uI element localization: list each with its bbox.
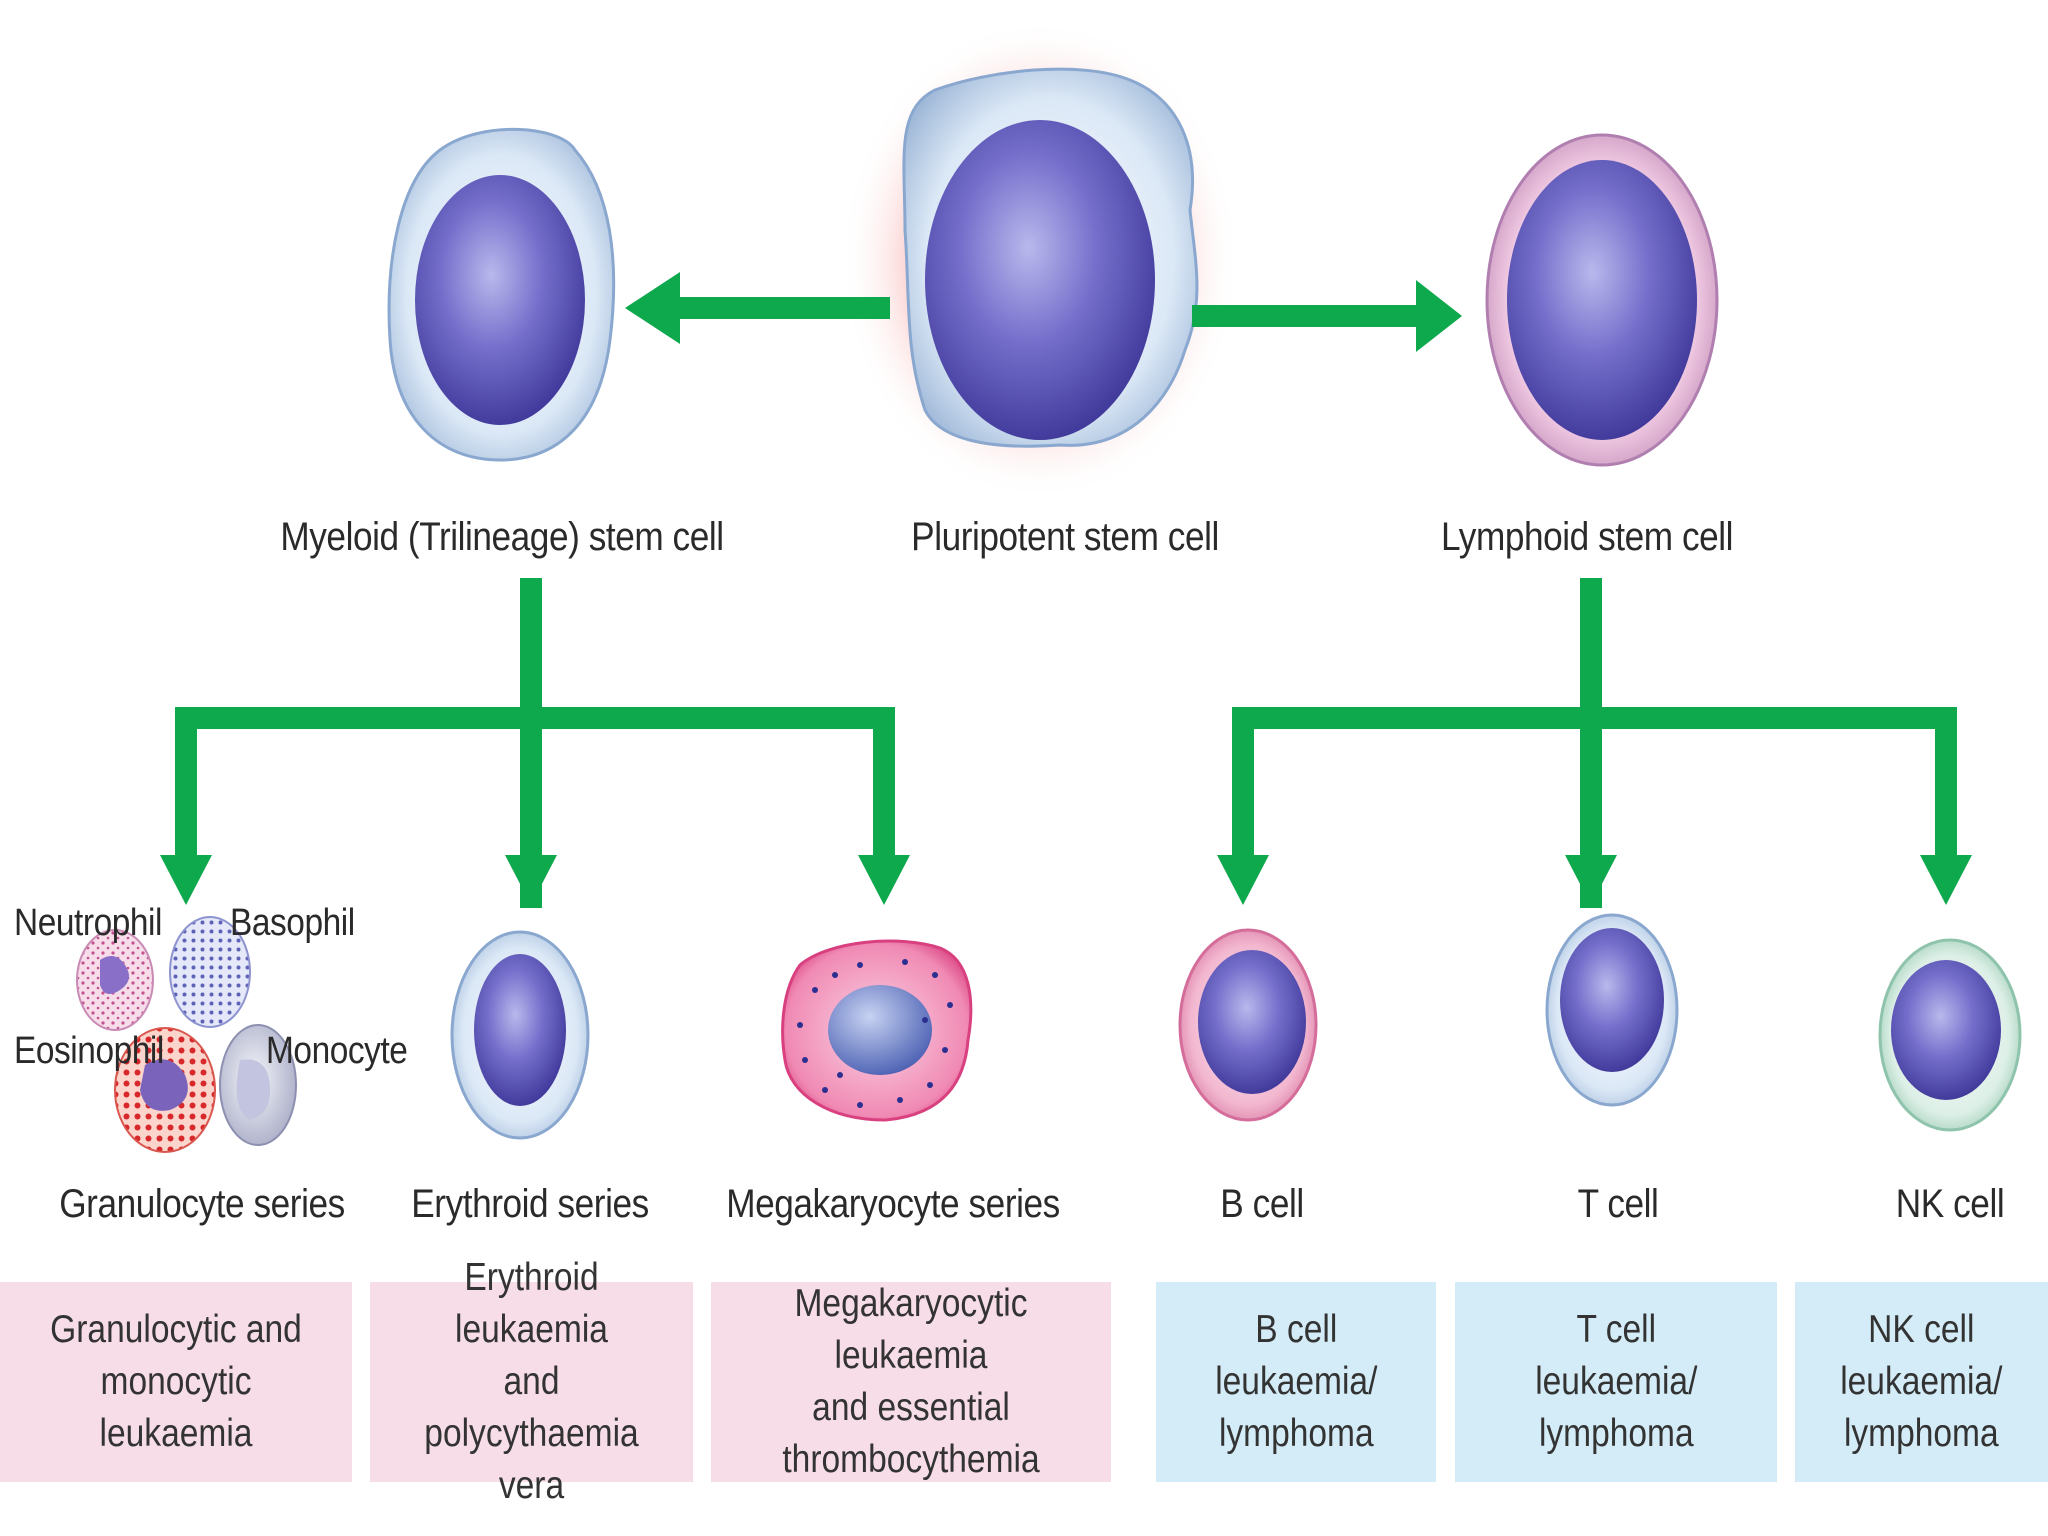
nk-cell-illustration (1878, 938, 2022, 1132)
t-cell-leukaemia-box: T cell leukaemia/ lymphoma (1455, 1282, 1777, 1482)
myeloid-branch-arrows (160, 578, 910, 908)
megakaryocyte-illustration (781, 939, 973, 1122)
nk-cell-leukaemia-box: NK cell leukaemia/ lymphoma (1795, 1282, 2048, 1482)
arrow-to-lymphoid (1192, 280, 1462, 352)
erythroid-cell-illustration (450, 930, 590, 1140)
pluripotent-stem-cell-label: Pluripotent stem cell (911, 515, 1219, 559)
lymphoid-branch-arrows (1217, 578, 1972, 908)
erythroid-series-label: Erythroid series (411, 1182, 649, 1226)
nk-cell-leukaemia-text: NK cell leukaemia/ lymphoma (1840, 1308, 2003, 1455)
erythroid-leukaemia-box: Erythroid leukaemia and polycythaemia ve… (370, 1256, 693, 1507)
granulocytic-leukaemia-box: Granulocytic and monocytic leukaemia (0, 1282, 352, 1482)
lymphoid-stem-cell-illustration (1485, 133, 1719, 467)
t-cell-label: T cell (1577, 1182, 1659, 1226)
megakaryocytic-leukaemia-box: Megakaryocytic leukaemia and essential t… (711, 1282, 1111, 1482)
b-cell-leukaemia-text: B cell leukaemia/ lymphoma (1214, 1308, 1378, 1455)
lymphoid-stem-cell-label: Lymphoid stem cell (1440, 515, 1734, 559)
megakaryocyte-series-label: Megakaryocyte series (726, 1182, 1060, 1226)
b-cell-illustration (1178, 928, 1318, 1122)
monocyte-label: Monocyte (266, 1030, 408, 1072)
granulocyte-series-label: Granulocyte series (59, 1182, 345, 1226)
erythroid-leukaemia-text: Erythroid leukaemia and polycythaemia ve… (424, 1256, 639, 1507)
neutrophil-label: Neutrophil (14, 902, 163, 944)
myeloid-stem-cell-illustration (387, 127, 616, 462)
myeloid-stem-cell-label: Myeloid (Trilineage) stem cell (280, 515, 724, 559)
b-cell-label: B cell (1220, 1182, 1304, 1226)
granulocyte-cluster-illustration (76, 916, 297, 1153)
b-cell-leukaemia-box: B cell leukaemia/ lymphoma (1156, 1282, 1436, 1482)
basophil-label: Basophil (230, 902, 355, 944)
t-cell-illustration (1545, 913, 1679, 1107)
megakaryocytic-leukaemia-text: Megakaryocytic leukaemia and essential t… (782, 1282, 1040, 1481)
t-cell-leukaemia-text: T cell leukaemia/ lymphoma (1534, 1308, 1698, 1455)
eosinophil-label: Eosinophil (14, 1030, 164, 1072)
arrow-to-myeloid (625, 272, 890, 344)
nk-cell-label: NK cell (1895, 1182, 2005, 1226)
granulocytic-leukaemia-text: Granulocytic and monocytic leukaemia (50, 1308, 302, 1455)
pluripotent-stem-cell-illustration (840, 20, 1240, 500)
